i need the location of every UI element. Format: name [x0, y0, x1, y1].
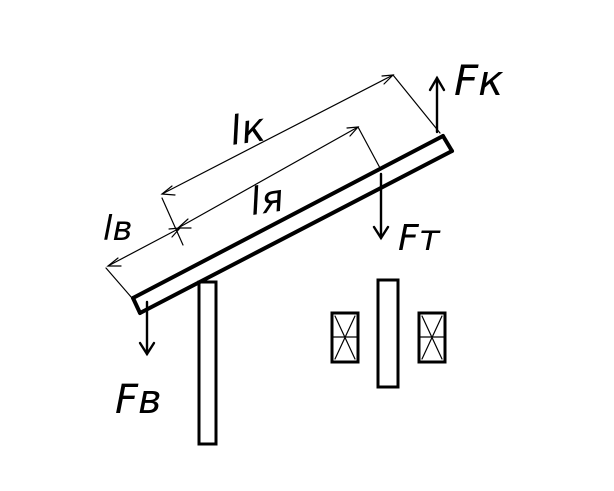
label-fk: Fк	[454, 56, 504, 105]
force-arrow-ft	[372, 172, 390, 241]
label-fv: Fв	[115, 377, 162, 423]
dimension-lk	[160, 74, 395, 196]
label-ft: Fт	[398, 218, 441, 259]
label-ly: lя	[247, 176, 286, 224]
pivot-post	[197, 280, 218, 446]
extension-lines	[105, 74, 441, 299]
coil-symbol	[330, 278, 447, 389]
dimension-lv	[106, 227, 182, 267]
force-arrow-fk	[428, 75, 446, 134]
label-lv: lв	[103, 209, 132, 249]
force-arrow-fv	[138, 300, 156, 357]
label-lk: lк	[227, 104, 268, 154]
lever-beam	[131, 134, 454, 315]
